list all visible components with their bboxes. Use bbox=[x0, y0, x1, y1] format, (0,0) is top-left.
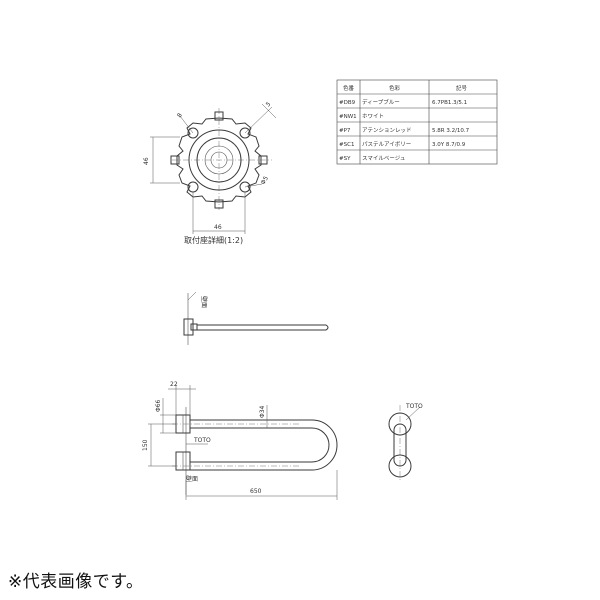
base-diameter-dim: Φ66 bbox=[155, 399, 162, 412]
cell-symbol: 5.8R 3.2/10.7 bbox=[432, 128, 470, 134]
mount-detail-caption: 取付座詳細(1:2) bbox=[184, 235, 243, 245]
cell-name: アテンションレッド bbox=[362, 127, 412, 134]
mount-height-dim: 46 bbox=[143, 157, 150, 165]
mount-diameter-dim: Φ5 bbox=[260, 175, 270, 186]
cell-code: #P7 bbox=[339, 128, 351, 134]
mount-hole-dim: 5 bbox=[265, 101, 273, 109]
cell-name: ホワイト bbox=[362, 113, 384, 120]
cell-symbol: 6.7PB1.3/5.1 bbox=[432, 100, 467, 106]
end-logo-label: TOTO bbox=[405, 403, 423, 410]
main-wall-label: 壁面 bbox=[186, 475, 198, 483]
mount-seat-detail: 5 8 Φ5 46 46 取付座詳細(1:2) bbox=[143, 101, 277, 245]
side-view: 壁面 bbox=[183, 291, 329, 345]
cell-name: スマイルベージュ bbox=[362, 155, 405, 162]
cell-name: ディープブルー bbox=[362, 98, 400, 106]
cell-code: #SC1 bbox=[339, 142, 354, 148]
cell-symbol: 3.0Y 8.7/0.9 bbox=[432, 142, 466, 148]
main-logo-label: TOTO bbox=[193, 437, 211, 444]
color-table: 色番 色彩 記号 #DB9 ディープブルー 6.7PB1.3/5.1 #NW1 … bbox=[336, 79, 498, 165]
header-symbol: 記号 bbox=[456, 84, 468, 92]
mount-width-dim: 46 bbox=[214, 224, 222, 231]
cell-code: #NW1 bbox=[339, 114, 357, 120]
cell-code: #DB9 bbox=[339, 100, 356, 106]
header-color-name: 色彩 bbox=[389, 84, 401, 92]
footnote: ※代表画像です。 bbox=[8, 572, 144, 592]
main-view: 22 Φ66 Φ34 150 650 TOTO 壁面 bbox=[142, 381, 338, 500]
cell-name: パステルアイボリー bbox=[362, 140, 411, 148]
mount-hole-size: 8 bbox=[176, 112, 184, 119]
end-view: TOTO bbox=[388, 403, 423, 480]
header-color-code: 色番 bbox=[343, 84, 355, 92]
pipe-diameter-dim: Φ34 bbox=[259, 405, 266, 418]
bar-length-dim: 650 bbox=[250, 488, 262, 495]
bar-height-dim: 150 bbox=[142, 439, 149, 451]
cell-code: #SY bbox=[339, 156, 351, 162]
flange-width-dim: 22 bbox=[170, 381, 178, 388]
side-wall-label: 壁面 bbox=[200, 296, 208, 308]
